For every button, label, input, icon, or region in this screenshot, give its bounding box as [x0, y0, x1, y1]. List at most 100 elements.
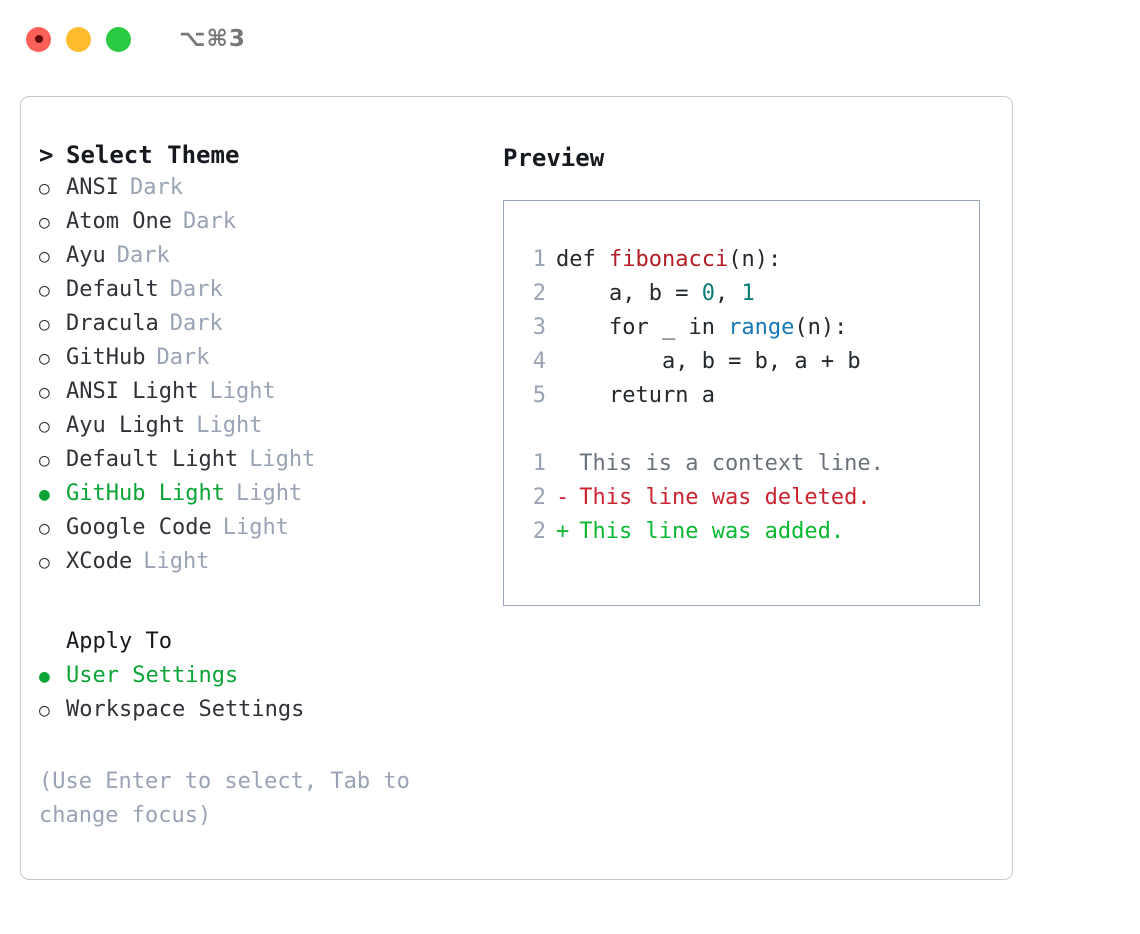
theme-item-badge: Dark	[129, 175, 183, 200]
code-token: (n):	[794, 315, 848, 340]
theme-item-badge: Dark	[156, 345, 210, 370]
theme-item-label: Dracula	[66, 311, 159, 336]
preview-title: Preview	[503, 144, 605, 172]
code-token: a, b =	[556, 281, 702, 306]
radio-unselected-icon: ○	[39, 348, 50, 369]
code-line: 3 for _ in range(n):	[520, 311, 979, 345]
theme-item-badge: Light	[235, 481, 303, 506]
theme-item-google-code[interactable]: ○ Google Code Light	[39, 515, 483, 549]
line-number: 5	[532, 383, 546, 408]
apply-to-item-user-settings[interactable]: ●User Settings	[39, 663, 483, 697]
select-theme-header: > Select Theme	[39, 141, 483, 175]
diff-text: This line was deleted.	[566, 485, 871, 510]
code-line: 2 a, b = 0, 1	[520, 277, 979, 311]
theme-item-label: Ayu Light	[66, 413, 186, 438]
theme-item-label: Ayu	[66, 243, 106, 268]
line-number: 1	[532, 247, 546, 272]
theme-item-label: GitHub Light	[66, 481, 225, 506]
minimize-button[interactable]	[66, 26, 91, 52]
radio-unselected-icon: ○	[39, 552, 50, 573]
diff-sample: 1 This is a context line.2- This line wa…	[520, 447, 979, 549]
theme-item-default[interactable]: ○ Default Dark	[39, 277, 483, 311]
theme-item-badge: Dark	[169, 311, 223, 336]
caret-icon: >	[39, 141, 54, 169]
window-controls	[26, 26, 131, 52]
theme-item-dracula[interactable]: ○ Dracula Dark	[39, 311, 483, 345]
apply-to-title: Apply To	[66, 629, 172, 654]
theme-item-github-light[interactable]: ● GitHub Light Light	[39, 481, 483, 515]
diff-text: This is a context line.	[566, 451, 884, 476]
line-number: 1	[532, 451, 546, 476]
diff-line-ctx: 1 This is a context line.	[520, 447, 979, 481]
theme-item-label: XCode	[66, 549, 133, 574]
line-number: 4	[532, 349, 546, 374]
code-token: 0	[701, 281, 715, 306]
radio-unselected-icon: ○	[39, 212, 50, 233]
radio-unselected-icon: ○	[39, 246, 50, 267]
diff-marker: -	[556, 485, 570, 510]
code-token: a, b = b, a + b	[556, 349, 861, 374]
theme-item-badge: Light	[143, 549, 210, 574]
radio-unselected-icon: ○	[39, 518, 50, 539]
diff-text: This line was added.	[566, 519, 845, 544]
theme-item-badge: Dark	[116, 243, 170, 268]
radio-unselected-icon: ○	[39, 450, 50, 471]
theme-item-badge: Dark	[169, 277, 223, 302]
radio-unselected-icon: ○	[39, 382, 50, 403]
theme-item-badge: Light	[196, 413, 263, 438]
close-button[interactable]	[26, 26, 51, 52]
theme-item-badge: Dark	[182, 209, 236, 234]
radio-unselected-icon: ○	[39, 700, 50, 721]
theme-item-label: ANSI Light	[66, 379, 199, 404]
theme-item-label: Default	[66, 277, 159, 302]
apply-to-item-label: User Settings	[66, 663, 239, 688]
theme-item-badge: Light	[209, 379, 276, 404]
theme-item-ayu[interactable]: ○ Ayu Dark	[39, 243, 483, 277]
code-token: def	[556, 247, 609, 272]
theme-item-ayu-light[interactable]: ○ Ayu Light Light	[39, 413, 483, 447]
radio-selected-icon: ●	[39, 484, 50, 505]
diff-line-del: 2- This line was deleted.	[520, 481, 979, 515]
theme-item-github[interactable]: ○ GitHub Dark	[39, 345, 483, 379]
code-line: 5 return a	[520, 379, 979, 413]
radio-unselected-icon: ○	[39, 178, 50, 199]
code-token: ,	[714, 281, 742, 306]
code-line: 4 a, b = b, a + b	[520, 345, 979, 379]
maximize-button[interactable]	[106, 26, 131, 52]
theme-item-label: ANSI	[66, 175, 119, 200]
radio-unselected-icon: ○	[39, 280, 50, 301]
diff-spacer	[520, 413, 979, 447]
code-token: return a	[556, 383, 715, 408]
code-token: for _ in	[556, 315, 729, 340]
theme-item-badge: Light	[249, 447, 316, 472]
line-number: 3	[532, 315, 546, 340]
theme-item-xcode[interactable]: ○ XCode Light	[39, 549, 483, 583]
line-number: 2	[532, 281, 546, 306]
radio-unselected-icon: ○	[39, 314, 50, 335]
diff-marker	[556, 447, 566, 481]
diff-marker: +	[556, 519, 570, 544]
select-theme-title: Select Theme	[66, 141, 240, 169]
radio-unselected-icon: ○	[39, 416, 50, 437]
keyboard-shortcut-label: ⌥⌘3	[179, 26, 246, 52]
keyboard-hint: (Use Enter to select, Tab to change focu…	[39, 769, 424, 828]
code-token: (n):	[728, 247, 782, 272]
theme-item-ansi[interactable]: ○ ANSI Dark	[39, 175, 483, 209]
line-number: 2	[532, 485, 546, 510]
line-number: 2	[532, 519, 546, 544]
theme-item-badge: Light	[222, 515, 289, 540]
theme-item-label: Google Code	[66, 515, 212, 540]
apply-to-item-workspace-settings[interactable]: ○Workspace Settings	[39, 697, 483, 731]
theme-item-ansi-light[interactable]: ○ ANSI Light Light	[39, 379, 483, 413]
theme-item-label: GitHub	[66, 345, 146, 370]
code-token: range	[728, 315, 795, 340]
